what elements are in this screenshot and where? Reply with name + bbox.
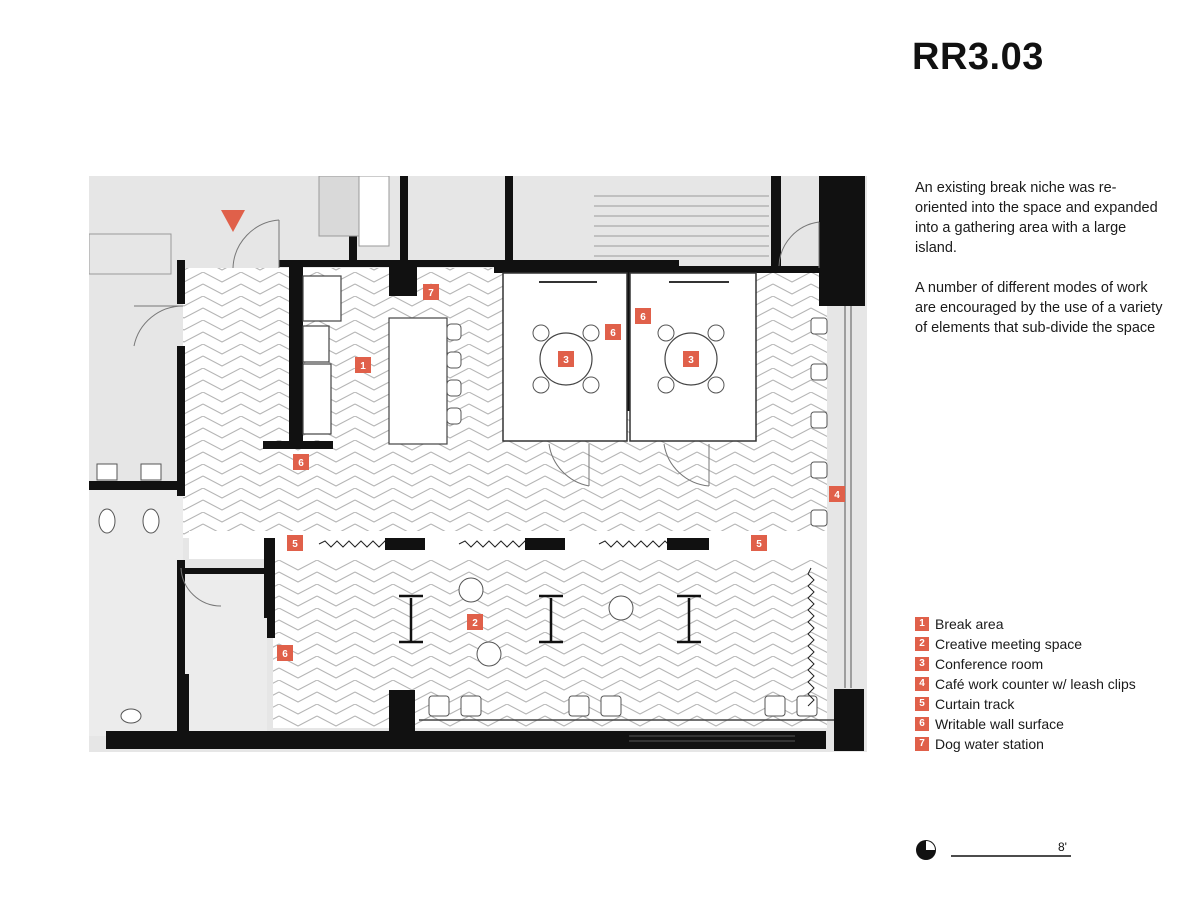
- restroom-fixtures: [96, 463, 162, 724]
- upper-closet: [318, 176, 360, 237]
- curtain-track-2: [458, 540, 532, 548]
- curtain-track-3: [598, 540, 672, 548]
- kitchen-island: [388, 317, 448, 445]
- tag-writable-wall-2: 6: [610, 328, 616, 339]
- curtain-zone: [189, 531, 827, 559]
- tag-curtain-right: 5: [756, 539, 762, 550]
- legend-label: Writable wall surface: [935, 716, 1064, 732]
- legend-label: Curtain track: [935, 696, 1015, 712]
- legend-item: 6 Writable wall surface: [915, 714, 1136, 734]
- legend-badge: 6: [915, 717, 929, 731]
- cafe-seats: [428, 317, 828, 717]
- legend-badge: 1: [915, 617, 929, 631]
- tag-curtain-left: 5: [292, 539, 298, 550]
- standing-tables: [399, 594, 701, 644]
- upper-shaft: [358, 176, 390, 247]
- tag-writable-wall-4: 6: [282, 649, 288, 660]
- stair-treads: [594, 195, 769, 257]
- scale-bar: [916, 840, 1071, 860]
- legend-badge: 3: [915, 657, 929, 671]
- legend-label: Conference room: [935, 656, 1044, 672]
- tag-break-area: 1: [360, 361, 366, 372]
- tag-conference-a: 3: [563, 355, 569, 366]
- description-paragraph-2: A number of different modes of work are …: [915, 280, 1163, 336]
- tag-conference-b: 3: [688, 355, 694, 366]
- tag-meeting-space: 2: [472, 618, 478, 629]
- legend-label: Creative meeting space: [935, 636, 1083, 652]
- legend-label: Break area: [935, 616, 1004, 632]
- legend-badge: 7: [915, 737, 929, 751]
- legend-item: 5 Curtain track: [915, 694, 1136, 714]
- north-arrow-quadrant: [926, 841, 935, 850]
- door-swings: [133, 219, 820, 607]
- island-stools: [446, 323, 462, 425]
- legend-label: Café work counter w/ leash clips: [935, 676, 1136, 692]
- legend-label: Dog water station: [935, 736, 1044, 752]
- meeting-stools: [458, 577, 634, 667]
- tag-writable-wall-3: 6: [640, 312, 646, 323]
- legend-badge: 2: [915, 637, 929, 651]
- tag-writable-wall-1: 6: [298, 458, 304, 469]
- tag-dog-water: 7: [428, 288, 434, 299]
- curtain-stacks: [385, 538, 709, 550]
- description-paragraph-1: An existing break niche was re-oriented …: [915, 180, 1158, 256]
- scale-label: 8': [1058, 840, 1067, 854]
- legend-badge: 5: [915, 697, 929, 711]
- legend-item: 1 Break area: [915, 614, 1136, 634]
- legend-item: 2 Creative meeting space: [915, 634, 1136, 654]
- curtain-track-vertical: [807, 567, 815, 707]
- entry-marker-icon: [221, 210, 245, 232]
- floor-plan: 1 2 3 3 4 5 5 6 6 6 6 7: [89, 176, 867, 752]
- legend-badge: 4: [915, 677, 929, 691]
- plan-tags: 1 2 3 3 4 5 5 6 6 6 6 7: [277, 284, 845, 661]
- upper-left-counter: [89, 233, 172, 275]
- legend-item: 7 Dog water station: [915, 734, 1136, 754]
- conference-chairs: [532, 324, 725, 394]
- kitchenette: [302, 275, 342, 435]
- sheet-title: RR3.03: [912, 36, 1044, 78]
- legend: 1 Break area 2 Creative meeting space 3 Con…: [915, 614, 1136, 754]
- legend-item: 3 Conference room: [915, 654, 1136, 674]
- corridor-floor: [181, 568, 267, 733]
- tag-cafe-counter: 4: [834, 490, 840, 501]
- legend-item: 4 Café work counter w/ leash clips: [915, 674, 1136, 694]
